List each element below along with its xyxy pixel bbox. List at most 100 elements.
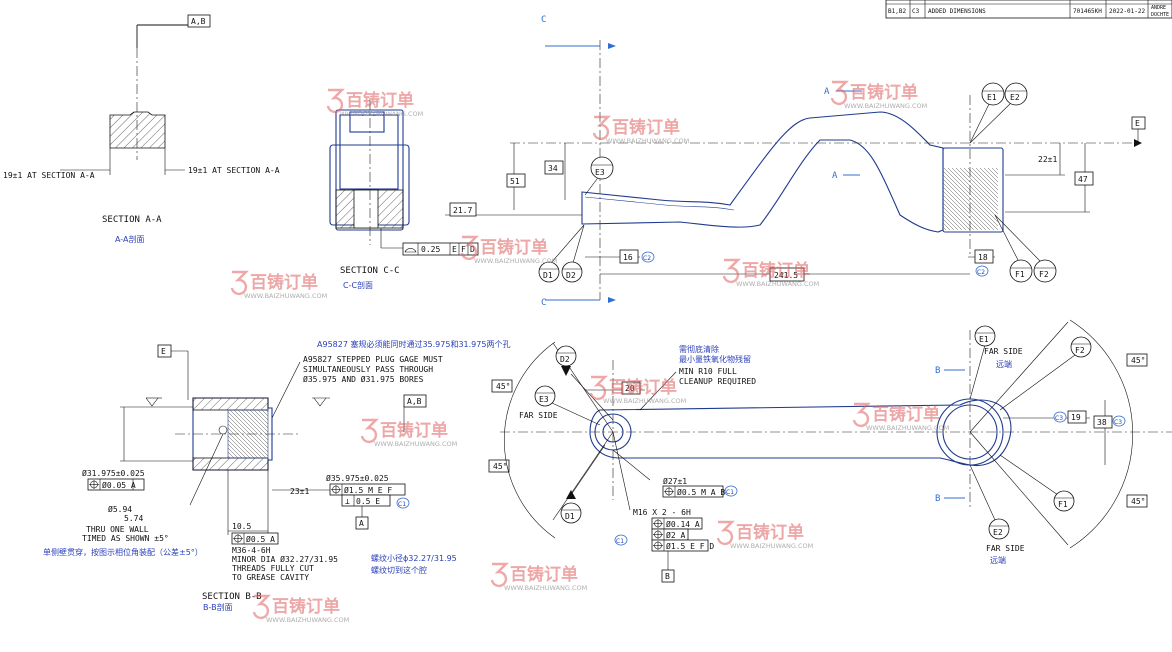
bubble-c1-top-text: C1 — [726, 489, 734, 496]
thread-spec-3: THREADS FULLY CUT — [232, 564, 314, 573]
watermark-5-brand: 百铸订单 — [250, 272, 318, 293]
rev-date: 2022-01-22 — [1109, 8, 1146, 15]
bubble-e1-side-text: E1 — [987, 93, 997, 102]
watermark-10: 百铸订单 WWW.BAIZHUWANG.COM — [716, 520, 813, 550]
bubble-c2-b: C2 — [975, 265, 989, 277]
cleanup-note-1: MIN R10 FULL — [679, 367, 737, 376]
watermark-11: 百铸订单 WWW.BAIZHUWANG.COM — [490, 562, 587, 592]
hole-fcf: Ø0.5 M A B — [677, 487, 725, 497]
hole-dia-27: Ø27±1 — [663, 476, 687, 486]
bore2-fcf1: Ø1.5 M E F — [344, 485, 392, 495]
thread-fcf-2: Ø2 A — [666, 530, 685, 540]
watermark-8-url: WWW.BAIZHUWANG.COM — [866, 424, 949, 432]
dim-16: 16 — [585, 249, 640, 264]
angle-45-a: 45° — [496, 382, 510, 391]
watermark-2-url: WWW.BAIZHUWANG.COM — [844, 102, 927, 110]
bubble-c2-a-text: C2 — [643, 255, 651, 262]
note-plug-gage-2: SIMULTANEOUSLY PASS THROUGH — [303, 365, 433, 374]
far-side-3: FAR SIDE — [986, 544, 1025, 553]
far-side-1: FAR SIDE — [984, 347, 1023, 356]
watermark-2-brand: 百铸订单 — [850, 82, 918, 103]
rev-name-2: DOCHTE — [1151, 12, 1169, 18]
watermark-2: 百铸订单 WWW.BAIZHUWANG.COM — [830, 80, 927, 110]
bubble-f2-top: F2 — [999, 336, 1092, 411]
dim-47-text: 47 — [1078, 175, 1088, 184]
dim-34: 34 — [544, 143, 566, 200]
watermark-8-brand: 百铸订单 — [872, 404, 940, 425]
bubble-d2-top-text: D2 — [560, 355, 570, 364]
watermark-9: 百铸订单 WWW.BAIZHUWANG.COM — [360, 418, 457, 448]
far-side-1-cn: 远端 — [996, 359, 1012, 369]
angle-45-b: 45° — [493, 462, 507, 471]
bubble-f2-side: F2 — [994, 214, 1057, 283]
bubble-f2-top-text: F2 — [1075, 346, 1085, 355]
bubble-e1-side: E1 — [969, 82, 1005, 144]
section-c-c-datum-d: D — [470, 245, 475, 254]
rev-zone: B1,B2 — [888, 8, 906, 15]
watermark-10-brand: 百铸订单 — [736, 522, 804, 543]
bubble-d1-side: D1 — [538, 224, 585, 283]
rev-name-1: ANDRE — [1151, 5, 1166, 11]
bubble-d1-top-text: D1 — [565, 512, 575, 521]
bore1-dim: Ø31.975±0.025 — [82, 468, 145, 478]
cleanup-note-2: CLEANUP REQUIRED — [679, 377, 756, 386]
cleanup-note-cn-2: 最小量铁氧化物残留 — [679, 354, 751, 364]
bubble-d1-top: D1 — [560, 444, 606, 524]
watermark-12-url: WWW.BAIZHUWANG.COM — [266, 616, 349, 624]
section-c-c-datum-f: F — [461, 245, 466, 254]
dim-16-text: 16 — [623, 253, 633, 262]
section-b-b-datum-ref: A,B — [407, 397, 422, 406]
rev-letter: C3 — [912, 8, 920, 15]
section-b-b-title-cn: B-B剖面 — [203, 602, 233, 612]
far-side-2: FAR SIDE — [519, 411, 558, 420]
thread-note-cn-1: 螺纹小径ϕ32.27/31.95 — [371, 553, 457, 563]
bubble-f1-side: F1 — [994, 214, 1033, 283]
thread-fcf-1: Ø0.14 A — [666, 519, 700, 529]
dim-20-text: 20 — [625, 384, 635, 393]
watermark-7-brand: 百铸订单 — [609, 377, 677, 398]
watermarks: 百铸订单 WWW.BAIZHUWANG.COM 百铸订单 WWW.BAIZHUW… — [230, 80, 949, 624]
section-c-bottom-label: C — [541, 298, 546, 308]
dim-22: 22±1 — [1005, 143, 1065, 176]
thread-fcf-3: Ø1.5 E F D — [666, 541, 714, 551]
watermark-1: 百铸订单 WWW.BAIZHUWANG.COM — [326, 88, 423, 118]
hole-dia-2: 5.74 — [124, 514, 143, 523]
far-side-3-cn: 远端 — [990, 555, 1006, 565]
dim-19: 19 C3 — [1003, 410, 1090, 424]
thread-note-cn-2: 螺纹切到这个腔 — [371, 565, 427, 575]
section-a-a-right-note: 19±1 AT SECTION A-A — [188, 166, 280, 175]
dim-20: 20 — [585, 381, 645, 395]
view-a-label-top: A — [824, 87, 830, 97]
dim-51: 51 — [506, 143, 526, 210]
bubble-f1-top-text: F1 — [1058, 500, 1068, 509]
section-b-b-title: SECTION B-B — [202, 592, 262, 602]
section-a-a-title: SECTION A-A — [102, 215, 162, 225]
bubble-e1-top-text: E1 — [979, 335, 989, 344]
watermark-11-brand: 百铸订单 — [510, 564, 578, 585]
view-a-label-mid: A — [832, 171, 838, 181]
rev-ecn: 701465KH — [1073, 8, 1102, 15]
section-a-a-profile — [109, 111, 166, 149]
watermark-11-url: WWW.BAIZHUWANG.COM — [504, 584, 587, 592]
watermark-1-url: WWW.BAIZHUWANG.COM — [340, 110, 423, 118]
hole-dia-1: Ø5.94 — [108, 504, 132, 514]
section-b-b-datum-e: E — [161, 347, 166, 356]
bore2-datum-a: A — [359, 519, 364, 528]
revision-table: B1,B2 C3 ADDED DIMENSIONS 701465KH 2022-… — [885, 0, 1172, 19]
watermark-7: 百铸订单 WWW.BAIZHUWANG.COM — [589, 375, 686, 405]
thru-note-1: THRU ONE WALL — [86, 525, 149, 534]
section-c-c-title-cn: C-C剖面 — [343, 280, 373, 290]
bubble-e3-side-text: E3 — [595, 168, 605, 177]
thread-spec-1: M36-4-6H — [232, 546, 271, 555]
section-c-c-datum-e: E — [452, 245, 457, 254]
watermark-12-brand: 百铸订单 — [272, 596, 340, 617]
dim-38-text: 38 — [1097, 418, 1107, 427]
note-plug-gage-cn: A95827 塞规必须能同时通过35.975和31.975两个孔 — [317, 339, 510, 349]
dim-51-text: 51 — [510, 177, 520, 186]
part-silhouette — [581, 111, 944, 233]
section-b-bottom-label: B — [935, 494, 940, 504]
bubble-e2-top: E2 — [969, 464, 1010, 540]
rev-description: ADDED DIMENSIONS — [928, 8, 986, 15]
